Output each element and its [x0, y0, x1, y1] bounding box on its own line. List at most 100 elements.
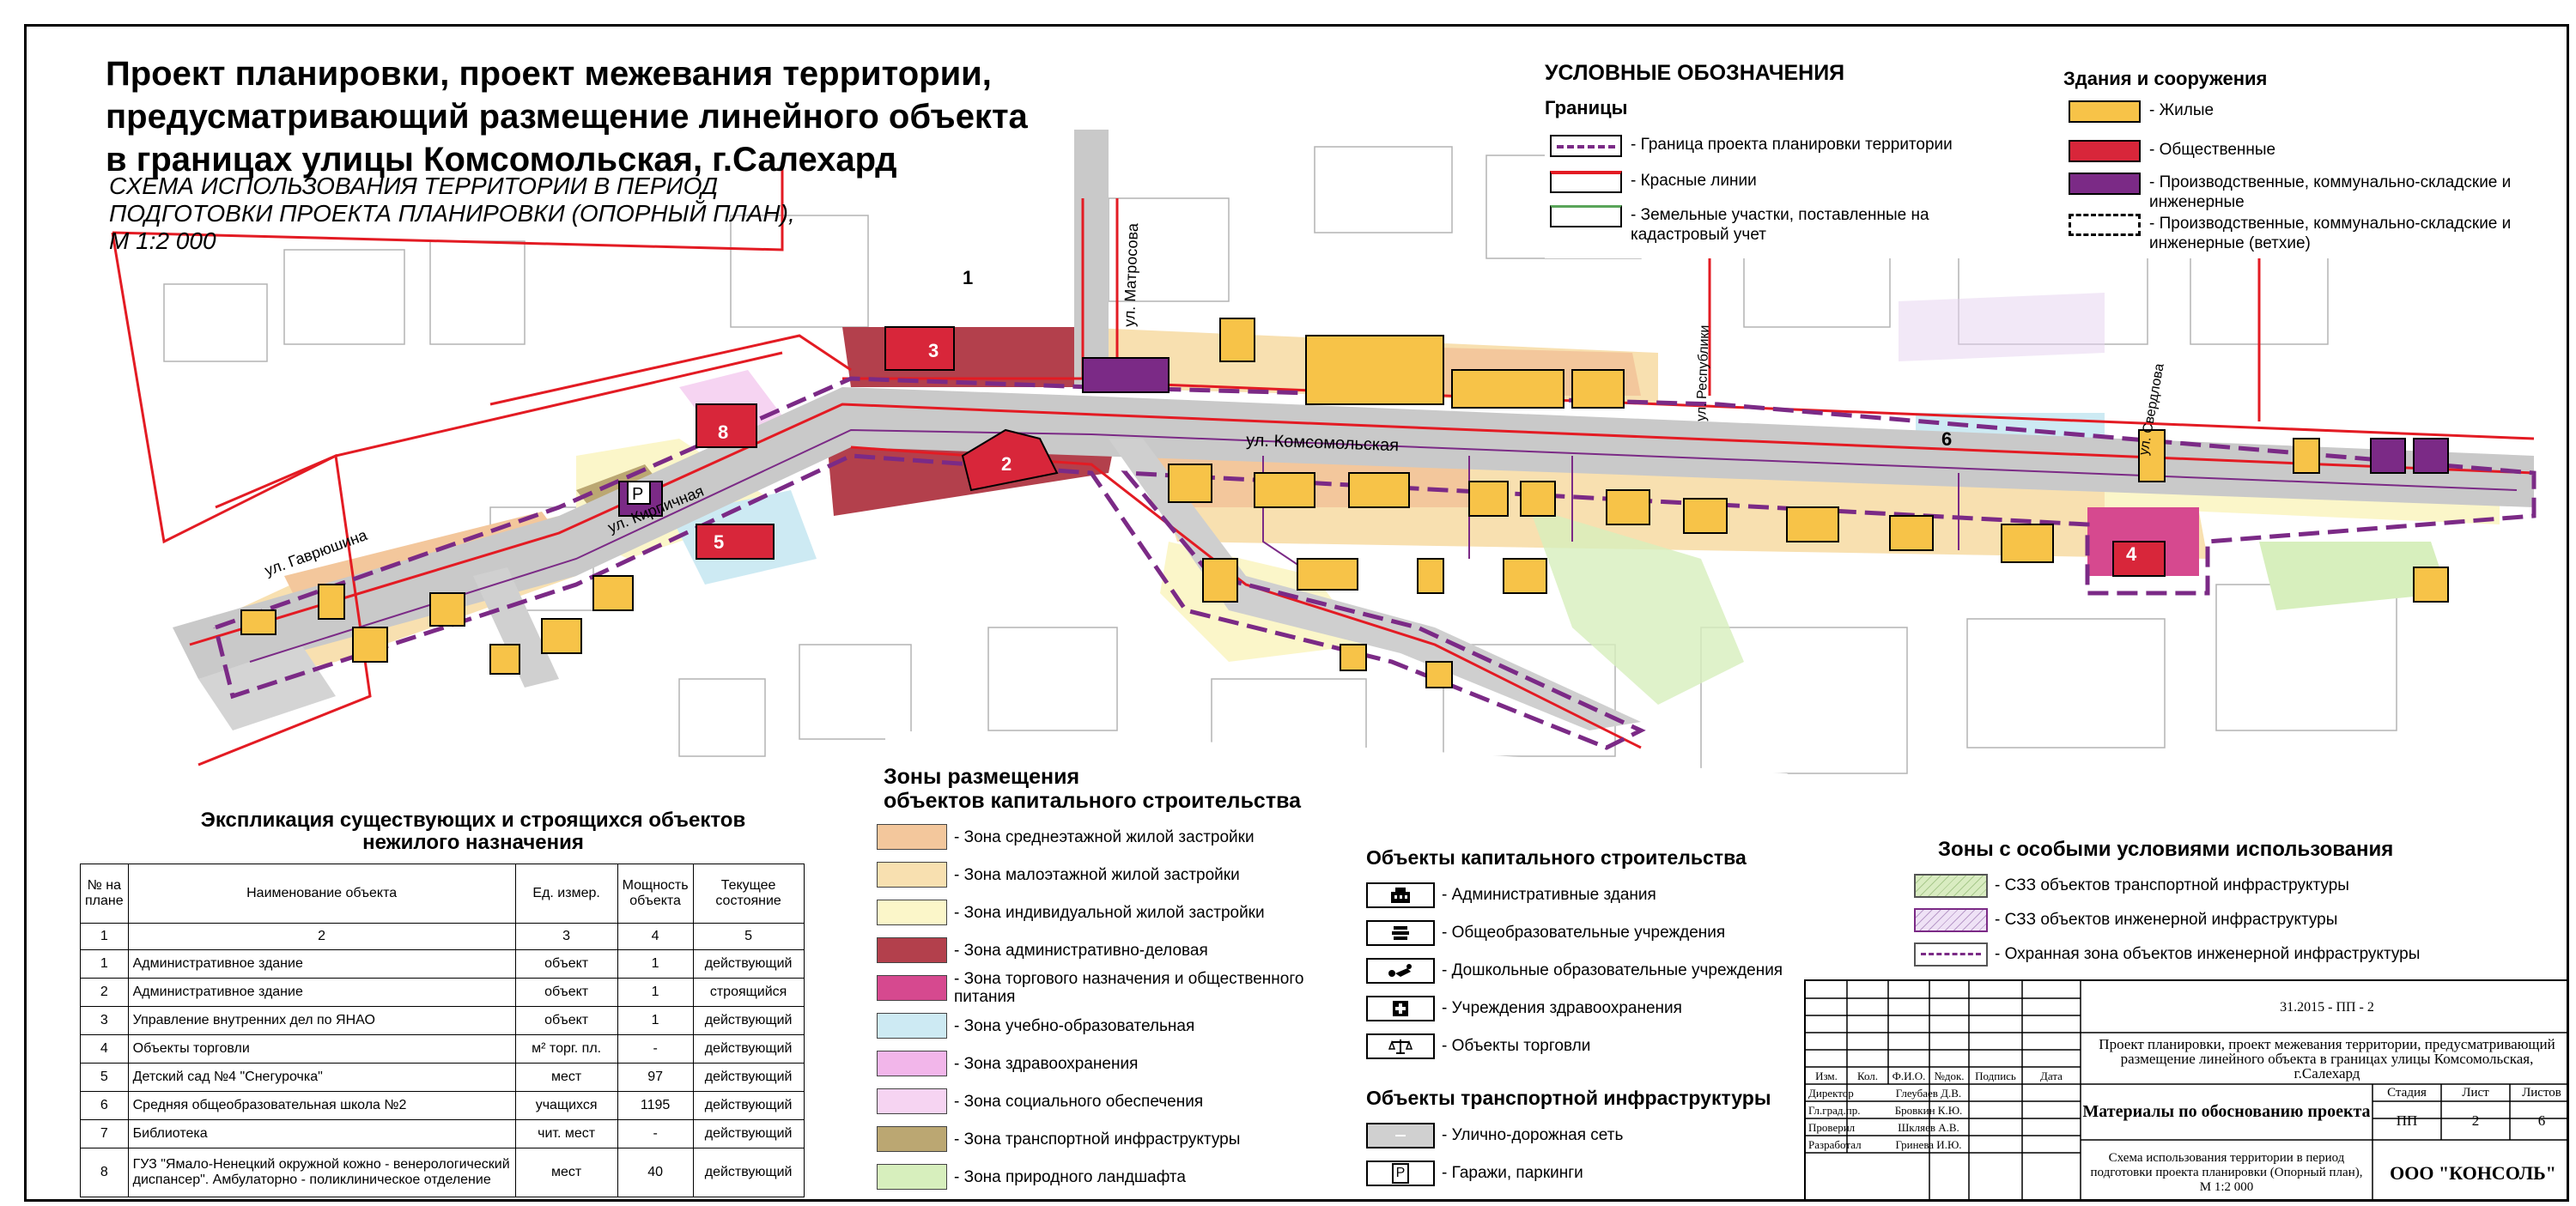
table-cell-unit: объект — [514, 949, 618, 979]
table-cell-state: действующий — [692, 949, 805, 979]
legend-row-project-boundary: - Граница проекта планировки территории — [1550, 135, 1996, 157]
table-cell-name: Административное здание — [127, 949, 516, 979]
table-cell-n: 4 — [80, 1034, 129, 1064]
scales-icon — [1366, 1033, 1435, 1059]
zone-row: - Зона учебно-образовательная — [877, 1007, 1358, 1045]
map-title: Проект планировки, проект межевания терр… — [106, 52, 1028, 181]
title-stamp: 31.2015 - ПП - 2 Проект планировки, прое… — [1804, 979, 2567, 1199]
zone-label: - Зона социального обеспечения — [954, 1092, 1204, 1111]
zones-heading-1: Зоны размещения — [884, 765, 1080, 789]
zones-heading-2: объектов капитального строительства — [884, 789, 1302, 813]
legend-row-szz-transport: - СЗЗ объектов транспортной инфраструкту… — [1912, 869, 2565, 903]
table-cell-name: Детский сад №4 "Снегурочка" — [127, 1063, 516, 1092]
zone-row: - Зона здравоохранения — [877, 1045, 1358, 1082]
table-cell-state: действующий — [692, 1148, 805, 1197]
legend-title: УСЛОВНЫЕ ОБОЗНАЧЕНИЯ — [1545, 61, 1845, 85]
map-label-obj-1: 1 — [963, 267, 973, 288]
cadastral-symbol — [1550, 205, 1622, 227]
special-zones-legend: Зоны с особыми условиями использования -… — [1912, 838, 2565, 972]
road-icon — [1366, 1123, 1435, 1148]
legend-row-admin: - Административные здания — [1366, 876, 1813, 914]
table-cell-n: 3 — [80, 1006, 129, 1035]
header-cell-state: Текущее состояние — [692, 864, 805, 924]
map-subtitle: СХЕМА ИСПОЛЬЗОВАНИЯ ТЕРРИТОРИИ В ПЕРИОД … — [109, 173, 795, 255]
kindergarten-icon — [1366, 958, 1435, 984]
legend-label: - СЗЗ объектов инженерной инфраструктуры — [1995, 911, 2338, 929]
map-label-obj-2: 2 — [1001, 453, 1012, 475]
stamp-grid — [1806, 981, 2567, 1199]
legend-label: - Производственные, коммунально-складски… — [2149, 173, 2512, 211]
explication-title-line-1: Экспликация существующих и строящихся об… — [200, 809, 746, 832]
stamp-name-director: Глеубаев Д.В. — [1895, 1086, 1962, 1100]
zone-row: - Зона природного ландшафта — [877, 1158, 1358, 1196]
legend-row-residential: - Жилые — [2069, 100, 2558, 123]
zone-swatch — [877, 1051, 947, 1076]
map-label-obj-3: 3 — [928, 340, 939, 361]
public-swatch — [2069, 140, 2141, 162]
legend-label: - Улично-дорожная сеть — [1442, 1126, 1624, 1144]
zone-swatch — [877, 862, 947, 888]
stamp-sheets-label: Листов — [2522, 1085, 2561, 1100]
parking-marker-label: P — [632, 485, 643, 504]
table-cell-power: 1 — [617, 949, 694, 979]
stamp-col-fio: Ф.И.О. — [1892, 1069, 1926, 1082]
table-cell-unit: м² торг. пл. — [514, 1034, 618, 1064]
table-cell-power: 1 — [617, 1006, 694, 1035]
legend-label: - Учреждения здравоохранения — [1442, 999, 1682, 1017]
table-cell-unit: мест — [514, 1063, 618, 1092]
medical-cross-icon — [1366, 996, 1435, 1021]
special-zones-heading: Зоны с особыми условиями использования — [1938, 838, 2394, 861]
table-cell-unit: объект — [514, 978, 618, 1007]
legend-label: - Охранная зона объектов инженерной инфр… — [1995, 945, 2421, 963]
legend-label: - Гаражи, паркинги — [1442, 1164, 1583, 1182]
legend-row-kindergarten: - Дошкольные образовательные учреждения — [1366, 952, 1813, 990]
table-cell-power: 1195 — [617, 1091, 694, 1120]
zone-label: - Зона торгового назначения и общественн… — [954, 970, 1304, 1006]
header-cell-name: Наименование объекта — [127, 864, 516, 924]
header-cell-unit: Ед. измер. — [514, 864, 618, 924]
stamp-col-sign: Подпись — [1975, 1069, 2016, 1082]
legend-row-industrial: - Производственные, коммунально-складски… — [2069, 173, 2558, 212]
street-label-respubliki: ул. Республики — [1694, 324, 1712, 421]
stamp-sheet-title: Схема использования территории в период … — [2090, 1151, 2363, 1194]
legend-label: - Производственные, коммунально-складски… — [2149, 215, 2512, 252]
szz-transport-swatch — [1914, 874, 1988, 898]
legend-label: - Общеобразовательные учреждения — [1442, 924, 1726, 942]
red-line-symbol — [1550, 171, 1622, 193]
legend-borders-heading: Границы — [1545, 97, 1628, 118]
zone-label: - Зона транспортной инфраструктуры — [954, 1130, 1241, 1148]
title-line-2: предусматривающий размещение линейного о… — [106, 98, 1028, 136]
table-cell-power: 97 — [617, 1063, 694, 1092]
stamp-sheet-label: Лист — [2462, 1085, 2489, 1100]
table-cell-name: Средняя общеобразовательная школа №2 — [127, 1091, 516, 1120]
legend-row-protection-zone: - Охранная зона объектов инженерной инфр… — [1912, 937, 2565, 972]
stamp-stage: ПП — [2396, 1112, 2418, 1129]
stamp-section: Материалы по обоснованию проекта — [2082, 1102, 2371, 1121]
stamp-role-chief: Гл.град.пр. — [1808, 1103, 1861, 1117]
legend-label: - Граница проекта планировки территории — [1631, 136, 1953, 154]
industrial-old-swatch — [2069, 214, 2141, 236]
table-cell-n: 2 — [80, 978, 129, 1007]
legend-label: - Объекты торговли — [1442, 1037, 1591, 1055]
stamp-name-checker: Шкляев А.В. — [1898, 1120, 1959, 1134]
stamp-name-developer: Гринева И.Ю. — [1895, 1137, 1962, 1151]
stamp-code: 31.2015 - ПП - 2 — [2280, 999, 2374, 1015]
stamp-col-kol: Кол. — [1856, 1069, 1879, 1082]
table-cell-n: 1 — [80, 949, 129, 979]
zone-label: - Зона индивидуальной жилой застройки — [954, 903, 1265, 922]
legend-row-szz-engineering: - СЗЗ объектов инженерной инфраструктуры — [1912, 903, 2565, 937]
stamp-stage-label: Стадия — [2387, 1085, 2427, 1100]
stamp-role-checker: Проверил — [1808, 1120, 1856, 1134]
stamp-name-chief: Бровкин К.Ю. — [1894, 1103, 1963, 1117]
school-icon — [1366, 920, 1435, 946]
explication-table: № на плане Наименование объекта Ед. изме… — [80, 864, 805, 1197]
explication-title: Экспликация существующих и строящихся об… — [198, 809, 748, 854]
stamp-col-izm: Изм. — [1815, 1069, 1838, 1082]
table-cell-state: строящийся — [692, 978, 805, 1007]
zone-label: - Зона природного ландшафта — [954, 1167, 1186, 1186]
